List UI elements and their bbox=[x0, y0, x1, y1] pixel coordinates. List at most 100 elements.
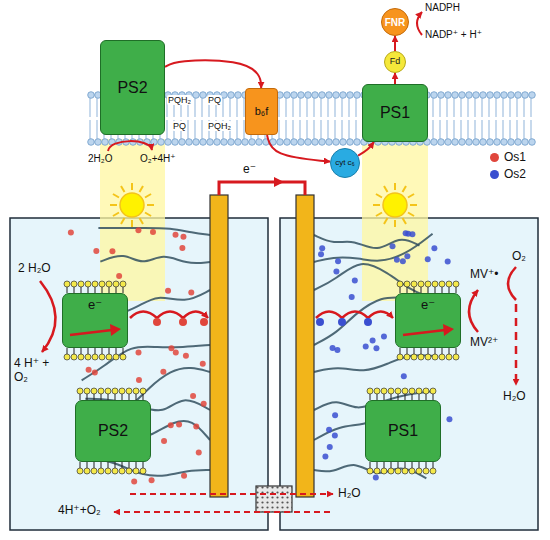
lipid-tail bbox=[286, 98, 287, 117]
lipid-head bbox=[438, 92, 445, 99]
nadp-reduction-arrow bbox=[417, 12, 422, 35]
lipid-head bbox=[423, 388, 429, 394]
sun-ray bbox=[113, 194, 119, 198]
lipid-head bbox=[99, 281, 105, 287]
protein-circle: cyt c₆ bbox=[330, 148, 360, 178]
lipid-head bbox=[228, 92, 235, 99]
lipid-tail bbox=[349, 98, 350, 117]
lipid-head bbox=[84, 468, 90, 474]
lipid-tail bbox=[517, 98, 518, 117]
lipid-tail bbox=[223, 98, 224, 117]
osmium-dot bbox=[179, 245, 185, 251]
sun-ray bbox=[403, 186, 407, 192]
lipid-tail bbox=[95, 348, 96, 354]
lipid-head bbox=[140, 468, 146, 474]
lipid-head bbox=[319, 92, 326, 99]
water-oxidation-arrow bbox=[40, 281, 56, 352]
lipid-tail bbox=[456, 287, 457, 293]
lipid-tail bbox=[482, 98, 483, 117]
sun-ray bbox=[131, 220, 133, 227]
separator-membrane bbox=[256, 486, 292, 512]
photosystem-box: PS2 bbox=[75, 400, 151, 462]
lipid-tail bbox=[440, 98, 441, 117]
lipid-row bbox=[64, 281, 126, 287]
lipid-row bbox=[80, 462, 143, 468]
lipid-head bbox=[416, 388, 422, 394]
lipid-head bbox=[193, 139, 200, 146]
polymer-chain bbox=[314, 264, 428, 297]
osmium-dot bbox=[349, 294, 355, 300]
lipid-head bbox=[105, 468, 111, 474]
lipid-tail bbox=[90, 98, 91, 117]
lipid-head bbox=[466, 92, 473, 99]
lipid-tail bbox=[136, 462, 137, 468]
lipid-head bbox=[404, 354, 410, 360]
osmium-dot bbox=[200, 361, 206, 367]
lipid-head bbox=[374, 388, 380, 394]
osmium-dots bbox=[68, 227, 453, 484]
node-text: PS1 bbox=[388, 422, 418, 440]
sun-ray bbox=[376, 194, 382, 198]
osmium-dot bbox=[176, 422, 182, 428]
osmium-dot bbox=[425, 256, 431, 262]
lipid-head bbox=[453, 354, 459, 360]
lipid-head bbox=[522, 92, 529, 99]
lipid-tail bbox=[335, 120, 336, 139]
lipid-head bbox=[430, 468, 436, 474]
lipid-head bbox=[78, 354, 84, 360]
osmium-dot bbox=[93, 248, 99, 254]
lipid-head bbox=[64, 354, 70, 360]
lipid-tail bbox=[122, 462, 123, 468]
node-text: PS1 bbox=[380, 104, 410, 122]
lipid-head bbox=[112, 388, 118, 394]
lipid-head bbox=[404, 281, 410, 287]
sun-ray bbox=[376, 213, 382, 217]
lipid-head bbox=[71, 354, 77, 360]
lipid-head bbox=[432, 281, 438, 287]
lipid-tail bbox=[475, 98, 476, 117]
lipid-head bbox=[235, 139, 242, 146]
osmium-dot bbox=[68, 229, 74, 235]
lipid-head bbox=[140, 388, 146, 394]
lipid-head bbox=[119, 468, 125, 474]
water-oxidation-arrow bbox=[108, 141, 152, 151]
lipid-head bbox=[452, 139, 459, 146]
lipid-head bbox=[78, 281, 84, 287]
electron-arrow-shaft bbox=[70, 330, 112, 335]
lipid-head bbox=[85, 281, 91, 287]
lipid-head bbox=[480, 139, 487, 146]
lipid-head bbox=[347, 139, 354, 146]
lipid-head bbox=[354, 92, 361, 99]
lipid-row bbox=[370, 462, 433, 468]
chemical-label: H₂O bbox=[338, 487, 361, 501]
lipid-head bbox=[438, 139, 445, 146]
lipid-head bbox=[431, 92, 438, 99]
lipid-tail bbox=[510, 120, 511, 139]
lipid-tail bbox=[195, 120, 196, 139]
lipid-head bbox=[119, 388, 125, 394]
lipid-head bbox=[409, 388, 415, 394]
lipid-tail bbox=[328, 98, 329, 117]
lipid-head bbox=[395, 468, 401, 474]
sun-disc bbox=[120, 193, 144, 217]
lipid-head bbox=[113, 354, 119, 360]
lipid-head bbox=[501, 139, 508, 146]
lipid-tail bbox=[442, 348, 443, 354]
lipid-head bbox=[102, 139, 109, 146]
electron-arrow-head bbox=[110, 324, 121, 336]
lipid-tail bbox=[447, 120, 448, 139]
node-text: PS2 bbox=[98, 422, 128, 440]
photosystem-box: PS1 bbox=[362, 84, 428, 142]
lipid-tail bbox=[129, 462, 130, 468]
lipid-tail bbox=[412, 462, 413, 468]
lipid-row bbox=[367, 468, 436, 474]
lipid-head bbox=[326, 139, 333, 146]
lipid-head bbox=[402, 468, 408, 474]
lipid-head bbox=[480, 92, 487, 99]
electron-arrow-head bbox=[443, 324, 454, 336]
osmium-dot bbox=[404, 253, 410, 259]
lipid-tail bbox=[461, 98, 462, 117]
quinone-label: PQ bbox=[207, 95, 222, 105]
